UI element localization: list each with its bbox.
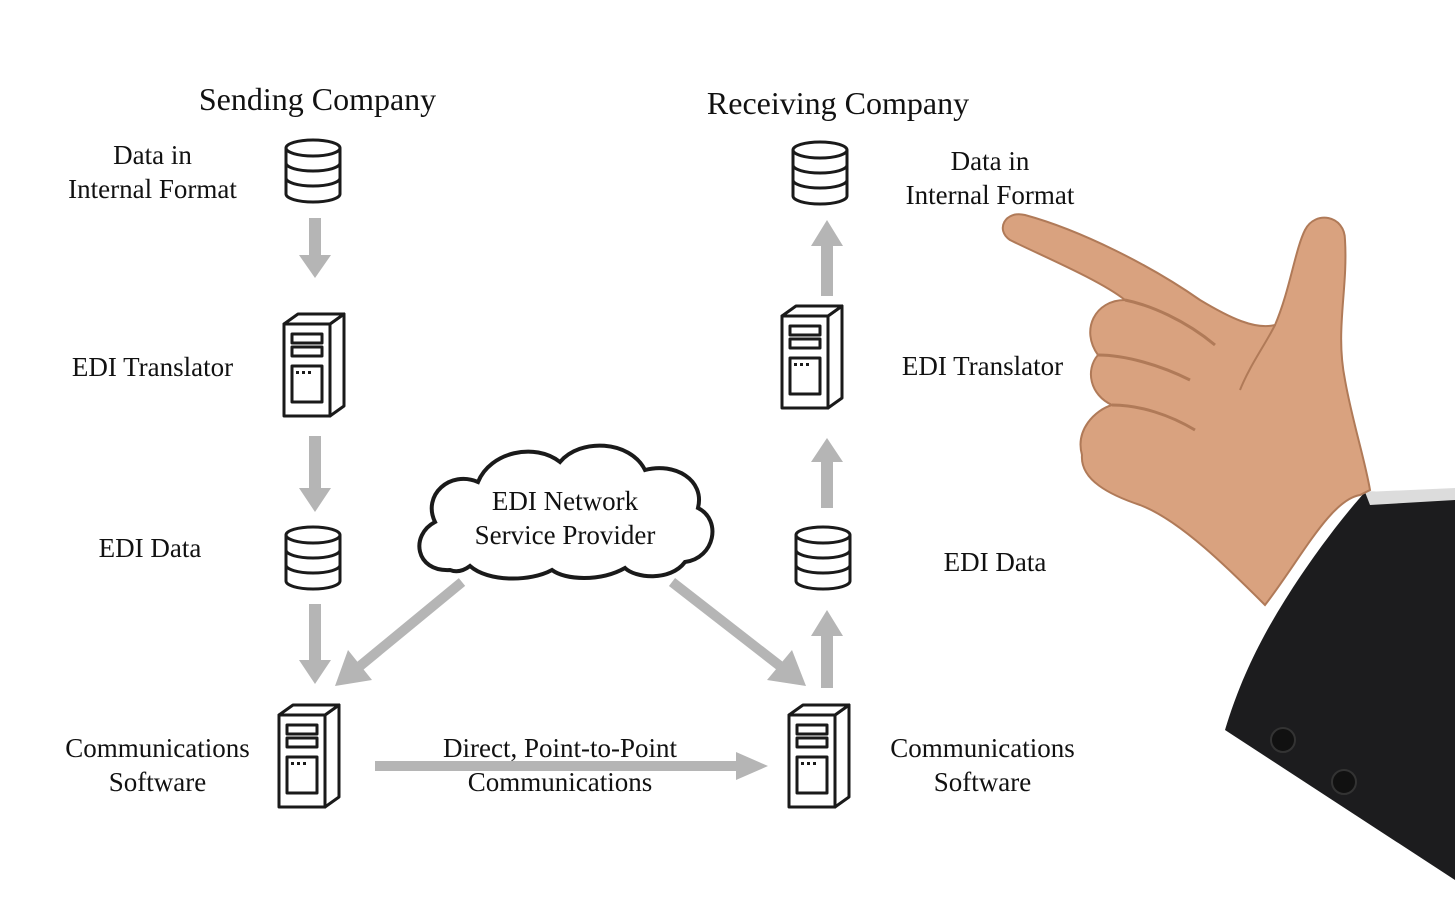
- cloud-line2: Service Provider: [474, 520, 656, 550]
- arrow-cloud-to-receiving: [668, 578, 784, 670]
- arrow-cloud-to-sending: [356, 578, 466, 670]
- sending-data-internal-label: Data in Internal Format: [35, 138, 270, 206]
- arrow-recv-2: [811, 438, 843, 508]
- receiving-translator-server-icon: [780, 304, 844, 410]
- receiving-comms-line1: Communications: [890, 733, 1075, 763]
- receiving-comms-server-icon: [787, 703, 851, 809]
- arrow-recv-3: [811, 610, 843, 688]
- cloud-line1: EDI Network: [491, 486, 639, 516]
- receiving-company-title: Receiving Company: [706, 85, 970, 121]
- receiving-comms-label: Communications Software: [860, 731, 1105, 799]
- arrow-send-3: [299, 604, 331, 684]
- sending-comms-line1: Communications: [65, 733, 250, 763]
- direct-link-label: Direct, Point-to-Point Communications: [400, 731, 720, 799]
- pointing-hand-icon: [1001, 213, 1455, 880]
- receiving-edi-data-database-icon: [794, 525, 852, 591]
- sending-comms-label: Communications Software: [35, 731, 280, 799]
- receiving-edi-data-label: EDI Data: [943, 547, 1047, 577]
- sending-edi-data-label: EDI Data: [98, 533, 202, 563]
- receiving-data-line1: Data in: [950, 146, 1030, 176]
- arrow-recv-1: [811, 220, 843, 296]
- sending-comms-server-icon: [277, 703, 341, 809]
- sending-data-line1: Data in: [113, 140, 192, 170]
- receiving-data-line2: Internal Format: [905, 180, 1075, 210]
- sending-data-line2: Internal Format: [68, 174, 237, 204]
- receiving-translator-label: EDI Translator: [901, 351, 1064, 381]
- receiving-comms-line2: Software: [933, 767, 1032, 797]
- cloud-icon: [417, 443, 715, 581]
- sending-comms-line2: Software: [108, 767, 207, 797]
- arrow-send-1: [299, 218, 331, 278]
- sending-data-database-icon: [284, 138, 342, 204]
- sending-company-title: Sending Company: [198, 81, 437, 117]
- receiving-data-database-icon: [791, 140, 849, 206]
- sending-edi-data-database-icon: [284, 525, 342, 591]
- sending-translator-label: EDI Translator: [71, 352, 234, 382]
- cloud-label: EDI Network Service Provider: [440, 484, 690, 552]
- direct-line2: Communications: [467, 767, 653, 797]
- sending-translator-server-icon: [282, 312, 346, 418]
- direct-line1: Direct, Point-to-Point: [443, 733, 677, 763]
- receiving-data-internal-label: Data in Internal Format: [870, 144, 1110, 212]
- arrow-send-2: [299, 436, 331, 512]
